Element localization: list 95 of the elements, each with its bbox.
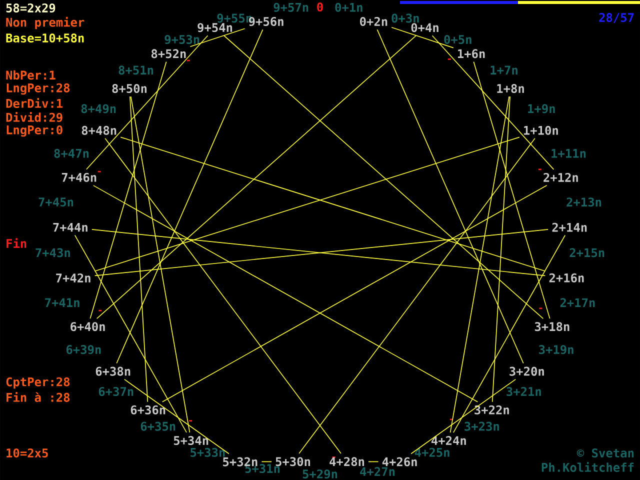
- status-text: © Svetan: [576, 448, 634, 458]
- circle-label: 5+33n: [190, 448, 225, 457]
- status-text: Ph.Kolitcheff: [542, 462, 634, 472]
- chord-line: [368, 461, 379, 462]
- circle-label: 9+53n: [164, 34, 200, 44]
- chord-line: [432, 35, 554, 170]
- circle-label: 1+6n: [458, 49, 485, 58]
- circle-label: 6+35n: [140, 422, 176, 431]
- circle-label: 3+23n: [464, 422, 499, 431]
- circle-label: 5+30n: [276, 457, 310, 466]
- circle-label: 0+3n: [392, 14, 419, 23]
- chord-line: [116, 29, 264, 364]
- chord-line: [130, 96, 148, 402]
- circle-label: 6+37n: [98, 386, 134, 396]
- circle-label: 8+49n: [81, 104, 116, 114]
- circle-label: 4+26n: [382, 457, 417, 466]
- circle-label: 7+41n: [45, 298, 80, 307]
- circle-label: 7+44n: [53, 222, 88, 232]
- status-text: Non premier: [6, 16, 84, 30]
- circle-label: 0: [317, 2, 323, 12]
- circle-label: 6+39n: [66, 345, 101, 354]
- circle-label: 2+14n: [552, 222, 587, 232]
- circle-label: 4+25n: [414, 448, 450, 457]
- chord-line: [376, 29, 524, 364]
- circle-label: 8+52n: [151, 49, 186, 58]
- status-text: LngPer:28: [6, 83, 70, 95]
- chord-line: [410, 378, 516, 454]
- circle-label: 5+32n: [223, 457, 258, 466]
- circle-label: 8+48n: [82, 126, 116, 135]
- circle-label: 4+27n: [360, 467, 395, 476]
- chord-line: [452, 234, 566, 433]
- circle-label: 1+8n: [497, 84, 524, 94]
- circle-label: 9+54n: [198, 23, 232, 32]
- circle-label: 1+10n: [524, 126, 558, 135]
- chord-line: [190, 28, 246, 48]
- circle-label: 4+24n: [432, 436, 466, 445]
- circle-label: 4+28n: [330, 457, 364, 466]
- chord-line: [130, 96, 190, 433]
- circle-label: 6+40n: [70, 322, 105, 332]
- circle-label: 3+18n: [534, 322, 570, 332]
- status-text: 10=2x5: [6, 448, 48, 458]
- chord-line: [74, 234, 187, 433]
- status-text: LngPer:0: [6, 125, 62, 137]
- circle-label: 6+38n: [96, 366, 130, 376]
- status-text: Fin: [6, 238, 26, 248]
- circle-label: 2+15n: [570, 248, 604, 258]
- circle-label: 1+7n: [490, 66, 518, 74]
- circle-label: 3+19n: [539, 345, 574, 354]
- circle-label: 7+42n: [56, 273, 90, 282]
- circle-label: 5+31n: [245, 464, 280, 474]
- chord-line: [104, 138, 342, 454]
- circle-label: 9+57n: [274, 2, 308, 12]
- circle-label: 8+51n: [118, 66, 154, 75]
- chord-line: [492, 96, 510, 402]
- chord-line: [298, 138, 536, 454]
- status-text: Divid:29: [6, 112, 62, 122]
- circle-label: 7+46n: [62, 172, 96, 182]
- circle-label: 5+29n: [302, 469, 338, 479]
- circle-label: 2+13n: [566, 198, 602, 207]
- circle-label: 0+5n: [444, 34, 472, 44]
- circle-label: 5+34n: [174, 436, 208, 446]
- status-text: CptPer:28: [6, 377, 70, 389]
- chord-line: [124, 378, 230, 454]
- chord-line: [92, 185, 478, 402]
- circle-label: 2+17n: [560, 298, 595, 308]
- chord-line: [224, 35, 544, 319]
- circle-label: 0+4n: [411, 23, 438, 32]
- chord-line: [86, 35, 208, 170]
- status-text: DerDiv:1: [6, 98, 62, 108]
- circle-label: 0+2n: [360, 16, 388, 26]
- circle-label: 8+50n: [112, 84, 147, 94]
- status-text: 58=2x29: [6, 3, 56, 13]
- circle-label: 3+22n: [474, 405, 509, 414]
- status-text: Fin à :28: [6, 392, 70, 402]
- chord-line: [473, 61, 550, 319]
- circle-label: 2+16n: [549, 273, 584, 282]
- chord-line: [162, 184, 548, 402]
- chord-line: [261, 461, 272, 462]
- circle-label: 1+11n: [552, 149, 586, 158]
- circle-label: 7+45n: [38, 198, 74, 207]
- circle-label: 1+9n: [528, 104, 555, 114]
- circle-label: 6+36n: [130, 405, 166, 414]
- circle-label: 0+1n: [335, 2, 362, 12]
- status-text: 28/57: [599, 13, 634, 23]
- circle-label: 3+20n: [510, 366, 544, 376]
- chord-line: [96, 35, 416, 319]
- chord-line: [391, 26, 454, 48]
- circle-label: 2+12n: [544, 172, 578, 182]
- chord-line: [450, 96, 510, 433]
- status-text: Base=10+58n: [6, 33, 84, 43]
- circle-label: 3+21n: [506, 386, 541, 396]
- chord-line: [90, 61, 167, 319]
- circle-label: 7+43n: [36, 248, 70, 258]
- status-text: NbPer:1: [6, 70, 56, 80]
- circle-label: 8+47n: [54, 148, 89, 158]
